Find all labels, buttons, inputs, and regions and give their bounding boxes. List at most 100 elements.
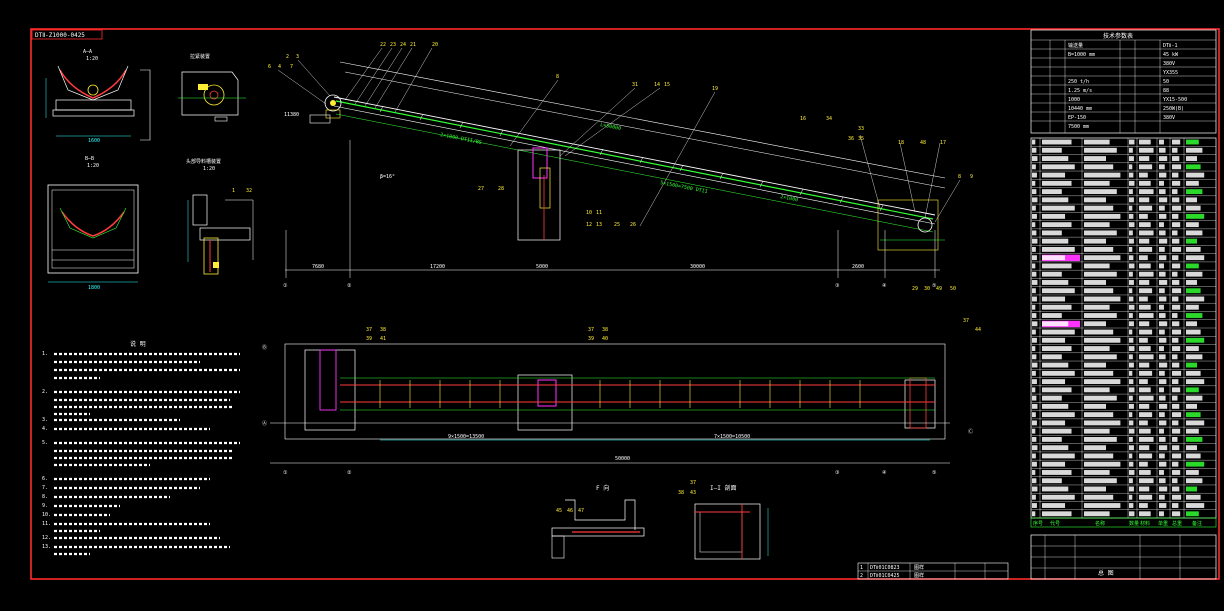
parts-cell-text xyxy=(1084,337,1121,343)
parts-cell-text xyxy=(1159,470,1164,475)
parts-cell-text xyxy=(1042,296,1066,302)
parts-cell-text xyxy=(1084,263,1110,269)
parts-cell-text xyxy=(1032,189,1037,195)
parts-cell-text xyxy=(1042,379,1066,385)
parts-cell-text xyxy=(1186,180,1199,186)
svg-text:④: ④ xyxy=(882,283,887,289)
parts-cell-text xyxy=(1042,453,1075,459)
parts-cell-text xyxy=(1084,255,1121,261)
svg-text:22: 22 xyxy=(380,42,386,48)
parts-cell-text xyxy=(1129,189,1133,195)
parts-cell-text xyxy=(1084,313,1117,318)
parts-cell-text xyxy=(1159,205,1165,211)
spec-cell: 250W(B) xyxy=(1163,106,1184,112)
parts-cell-text xyxy=(1032,172,1037,178)
parts-cell-text xyxy=(1172,453,1182,459)
parts-cell-text xyxy=(1159,329,1165,335)
parts-cell-text xyxy=(1032,197,1038,203)
parts-cell-text xyxy=(1186,478,1203,484)
parts-cell-text xyxy=(1084,205,1114,211)
parts-cell-text xyxy=(1186,453,1201,459)
svg-text:37: 37 xyxy=(690,480,696,486)
svg-text:8: 8 xyxy=(556,74,559,80)
parts-cell-text xyxy=(1084,271,1117,277)
parts-cell-text xyxy=(1139,395,1154,401)
parts-cell-text xyxy=(1042,403,1069,409)
svg-text:⑤: ⑤ xyxy=(932,470,937,476)
parts-cell-text xyxy=(1172,511,1181,517)
parts-cell-text xyxy=(1129,246,1133,252)
svg-text:25: 25 xyxy=(614,222,620,228)
parts-cell-text xyxy=(1186,346,1199,351)
svg-text:24: 24 xyxy=(400,42,406,48)
spec-cell: 250 t/h xyxy=(1068,79,1089,85)
parts-cell-text xyxy=(1129,222,1135,228)
parts-cell-text xyxy=(1032,263,1036,269)
parts-cell-text xyxy=(1129,213,1134,219)
parts-cell-text xyxy=(1172,164,1182,170)
parts-cell-text xyxy=(1139,246,1153,252)
parts-cell-text xyxy=(1139,387,1151,393)
parts-cell-text xyxy=(1042,346,1072,351)
parts-cell-text xyxy=(1186,470,1199,475)
parts-cell-text xyxy=(1084,453,1114,459)
svg-text:8.: 8. xyxy=(42,494,48,500)
svg-text:17200: 17200 xyxy=(430,264,445,270)
parts-cell-text xyxy=(1129,139,1135,145)
parts-cell-text xyxy=(1139,197,1150,203)
parts-cell-text xyxy=(1139,222,1151,228)
svg-text:18: 18 xyxy=(898,140,904,146)
parts-cell-text xyxy=(1032,503,1037,508)
ref-cell: 1 xyxy=(860,565,863,571)
svg-text:①: ① xyxy=(283,470,288,476)
spec-cell: 50 xyxy=(1163,79,1169,85)
parts-cell-text xyxy=(1129,503,1134,508)
head-chute-scale: 1:20 xyxy=(203,166,215,172)
svg-text:7680: 7680 xyxy=(312,264,324,270)
parts-cell-text xyxy=(1186,213,1205,219)
drawing-code-box xyxy=(31,29,103,40)
svg-text:50000: 50000 xyxy=(615,456,630,462)
parts-cell-text xyxy=(1159,511,1164,517)
svg-text:45: 45 xyxy=(556,508,562,514)
parts-cell-text xyxy=(1042,445,1069,451)
parts-cell-text xyxy=(1172,470,1181,475)
parts-cell-text xyxy=(1186,329,1201,335)
parts-cell-text xyxy=(1172,486,1180,492)
parts-cell-text xyxy=(1139,205,1153,211)
parts-cell-text xyxy=(1159,362,1168,368)
parts-cell-text xyxy=(1129,255,1134,261)
parts-cell-text xyxy=(1139,147,1154,153)
spec-rows: 输送量 B=1000 mm 250 t/h 1.25 m/s 1000 1044… xyxy=(1068,42,1187,130)
parts-cell-text xyxy=(1139,271,1154,277)
parts-cell-text xyxy=(1172,412,1182,418)
f-view-title: F 向 xyxy=(596,484,609,492)
parts-cell-text xyxy=(1032,246,1036,252)
svg-text:β=16°: β=16° xyxy=(380,174,395,180)
parts-cell-text xyxy=(1186,139,1199,145)
parts-cell-text xyxy=(1139,346,1151,351)
parts-cell-text xyxy=(1032,296,1037,302)
parts-cell-text xyxy=(1032,213,1037,219)
parts-cell-text xyxy=(1042,255,1066,261)
svg-text:13: 13 xyxy=(596,222,602,228)
parts-col-header: 数量 xyxy=(1129,520,1139,527)
parts-cell-text xyxy=(1084,296,1121,302)
parts-cell-text xyxy=(1159,420,1167,426)
parts-cell-text xyxy=(1084,436,1117,442)
parts-cell-text xyxy=(1032,494,1036,500)
spec-cell: 输送量 xyxy=(1068,42,1083,49)
parts-cell-text xyxy=(1139,139,1151,145)
svg-text:4: 4 xyxy=(278,64,281,70)
parts-cell-text xyxy=(1032,164,1036,170)
parts-cell-text xyxy=(1042,470,1072,475)
parts-cell-text xyxy=(1042,213,1066,219)
parts-cell-text xyxy=(1186,379,1205,385)
parts-cell-text xyxy=(1186,436,1203,442)
parts-cell-text xyxy=(1139,329,1153,335)
parts-cell-text xyxy=(1159,296,1167,302)
parts-cell-text xyxy=(1129,263,1135,269)
parts-col-header: 代号 xyxy=(1050,520,1060,527)
